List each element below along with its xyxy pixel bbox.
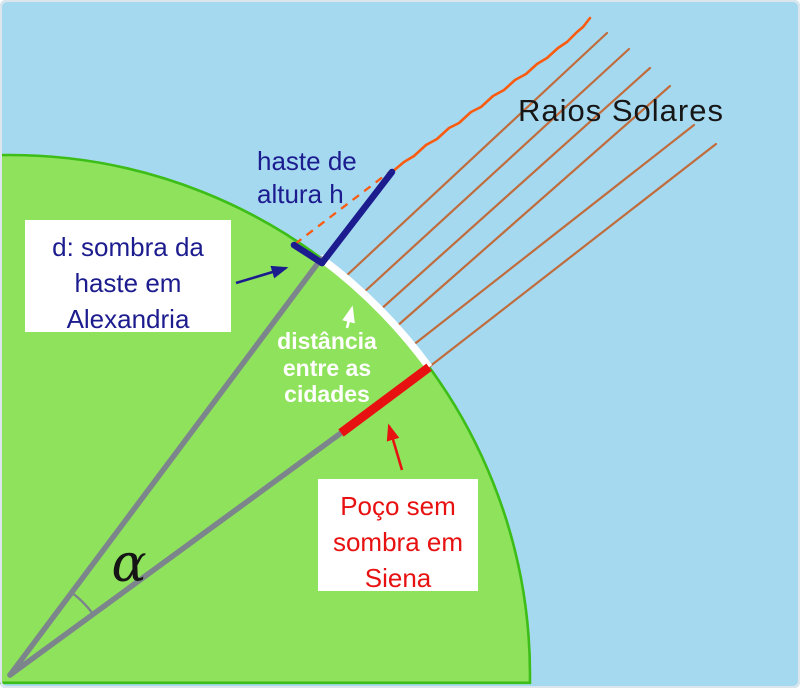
sun-ray [394,84,672,329]
shadow-label-line1: d: sombra da [52,232,204,262]
alpha-symbol: α [111,534,146,594]
shadow-label-box: d: sombra da haste em Alexandria [25,220,231,334]
shadow-segment [290,241,326,267]
shadow-arrow [235,265,289,285]
distance-arrow [342,305,355,329]
distance-label-line2: entre as [283,355,371,381]
siena-well [338,363,432,437]
stick-label: haste de altura h [257,146,357,209]
radius-siena [7,430,344,678]
radius-lines [7,256,344,678]
sun-rays [343,31,718,369]
sun-ray [378,66,652,312]
alpha-arc [70,591,94,615]
shadow-label-line2: haste em [75,268,182,298]
shadow-label-background [25,220,231,332]
sun-ray [427,142,718,369]
well-label-line1: Poço sem [340,491,456,521]
title-raios-solares: Raios Solares [518,93,724,128]
stick-haste [318,168,396,267]
distance-arc [317,254,433,370]
distance-label-line1: distância [277,328,377,354]
bright-sun-ray [390,16,592,174]
distance-label: distância entre as cidades [277,328,377,407]
well-arrow [386,423,404,471]
well-label-background [318,479,478,591]
stick-label-line1: haste de [257,146,357,176]
radius-alexandria [7,256,324,678]
sun-ray [361,47,631,295]
sun-ray [410,123,696,348]
sun-ray [343,31,609,279]
well-label-line2: sombra em [333,527,463,557]
well-label-line3: Siena [365,563,432,593]
dashed-sun-ray [294,172,389,245]
shadow-label-line3: Alexandria [67,304,190,334]
stick-label-line2: altura h [257,179,344,209]
distance-label-line3: cidades [284,381,370,407]
well-label-box: Poço sem sombra em Siena [318,479,478,593]
